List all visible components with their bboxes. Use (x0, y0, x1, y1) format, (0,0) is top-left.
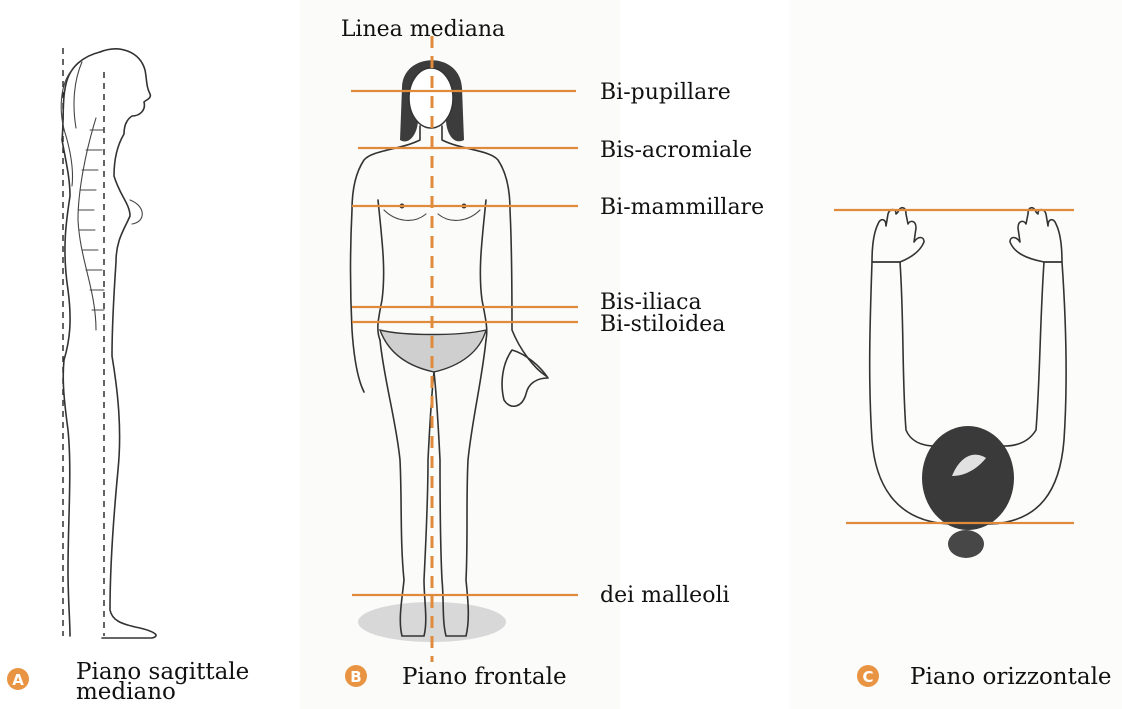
side-profile-front-outline (100, 49, 156, 638)
panel-a-sagittal-figure (61, 48, 156, 638)
side-profile-chest (130, 200, 142, 224)
frontal-line-labels: Bi-pupillare Bis-acromiale Bi-mammillare… (600, 80, 764, 608)
side-profile-back-outline (62, 52, 100, 636)
caption-c: Piano orizzontale (910, 664, 1112, 690)
badge-a-letter: A (12, 671, 24, 689)
caption-a-line2: mediano (76, 679, 176, 705)
top-view-hair-bun (948, 530, 984, 558)
top-view-head (922, 426, 1014, 530)
panel-c-background (790, 0, 1122, 709)
label-bimammillare: Bi-mammillare (600, 195, 764, 220)
label-malleoli: dei malleoli (600, 583, 730, 608)
side-profile-vertebrae (78, 130, 104, 310)
caption-b: Piano frontale (402, 664, 567, 690)
label-bipupillare: Bi-pupillare (600, 80, 731, 105)
panel-a-caption: A Piano sagittale mediano (7, 659, 249, 705)
badge-c-letter: C (862, 668, 873, 686)
label-bisacromiale: Bis-acromiale (600, 138, 752, 163)
label-linea-mediana: Linea mediana (341, 17, 505, 42)
badge-b-letter: B (350, 668, 361, 686)
label-bistiloidea: Bi-stiloidea (600, 312, 725, 337)
side-profile-ponytail (61, 62, 82, 186)
